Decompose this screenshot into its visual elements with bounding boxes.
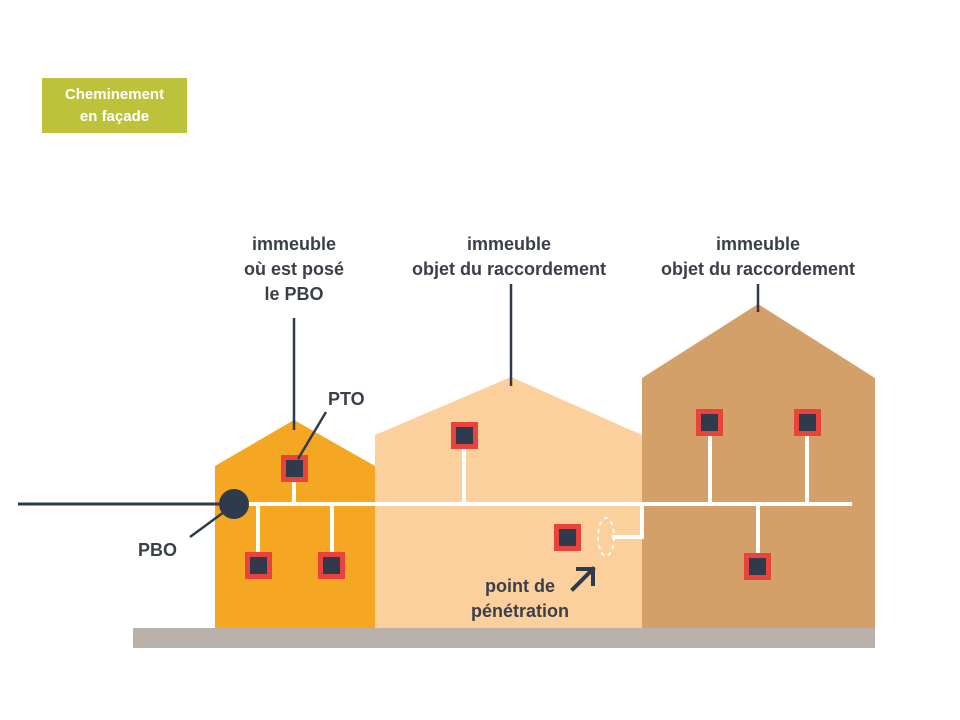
outlet-b1-right [318,552,345,579]
outlet-b2-bottom [554,524,581,551]
label-building-2-line-1: immeuble [467,234,551,254]
label-building-1-line-3: le PBO [264,284,323,304]
pbo-node [219,489,249,519]
leader-pbo [189,510,225,539]
label-building-2-line-2: objet du raccordement [412,259,606,279]
branch-penetration [612,504,644,539]
section-badge: Cheminement en façade [42,78,187,133]
label-pto: PTO [328,389,365,409]
leader-pto [296,411,328,460]
badge-line-2: en façade [79,107,150,125]
label-pbo: PBO [138,540,177,560]
label-building-3-line-1: immeuble [716,234,800,254]
outlet-b1-left [245,552,272,579]
badge-line-1: Cheminement [64,85,165,103]
penetration-arrow-icon [570,566,596,592]
building-3 [642,304,875,628]
label-building-3-line-2: objet du raccordement [661,259,855,279]
outlet-b3-right [794,409,821,436]
building-1 [215,420,375,628]
outlet-b1-top [281,455,308,482]
label-penetration-line-1: point de [485,576,555,596]
penetration-point-marker [597,517,615,557]
label-building-1-line-2: où est posé [244,259,344,279]
outlet-b3-left [696,409,723,436]
outlet-b2-top [451,422,478,449]
label-building-1-line-1: immeuble [252,234,336,254]
ground [133,628,875,648]
label-penetration-line-2: pénétration [471,601,569,621]
outlet-b3-bottom [744,553,771,580]
